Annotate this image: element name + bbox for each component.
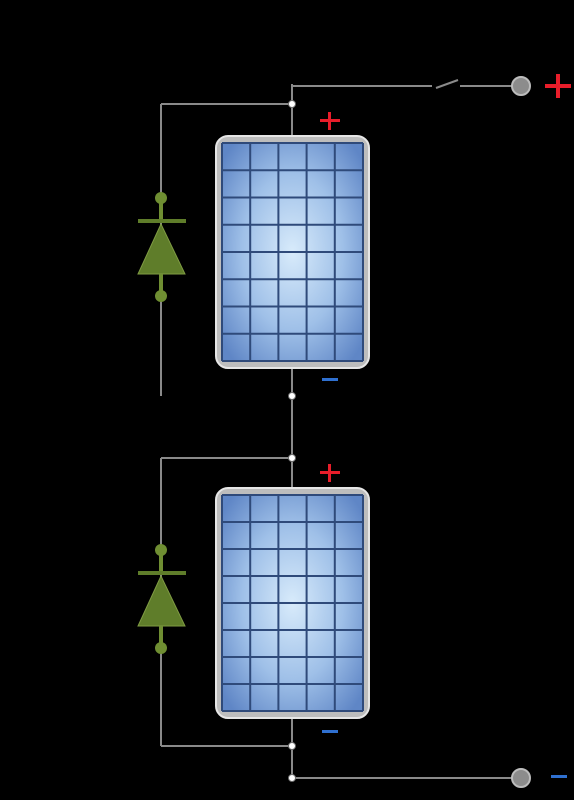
bypass-diode-icon [137, 192, 186, 302]
junctions [288, 100, 296, 782]
positive-terminal-icon [511, 76, 531, 96]
minus-sign-icon [322, 378, 338, 381]
solar-panel-icon [215, 487, 370, 719]
diode-terminal [155, 642, 167, 654]
diode-lead [159, 550, 163, 572]
switch-icon [435, 79, 459, 89]
diode-terminal [155, 290, 167, 302]
diode-lead [159, 198, 163, 220]
diode-terminal [155, 192, 167, 204]
diode-triangle [137, 222, 186, 275]
junction-node [288, 392, 296, 400]
junction-node [288, 454, 296, 462]
diode-terminal [155, 544, 167, 556]
bypass-diode-icon [137, 544, 186, 654]
junction-node [288, 742, 296, 750]
junction-node [288, 774, 296, 782]
plus-sign-icon [320, 464, 340, 482]
negative-terminal-icon [511, 768, 531, 788]
panel-grid [221, 494, 364, 712]
minus-sign-icon [322, 730, 338, 733]
plus-sign-icon [320, 112, 340, 130]
minus-sign-icon [551, 775, 567, 778]
plus-sign-icon [545, 74, 571, 98]
solar-panel-icon [215, 135, 370, 369]
junction-node [288, 100, 296, 108]
diode-lead [159, 274, 163, 296]
panel-grid [221, 142, 364, 362]
diode-triangle [137, 574, 186, 627]
diode-lead [159, 626, 163, 648]
